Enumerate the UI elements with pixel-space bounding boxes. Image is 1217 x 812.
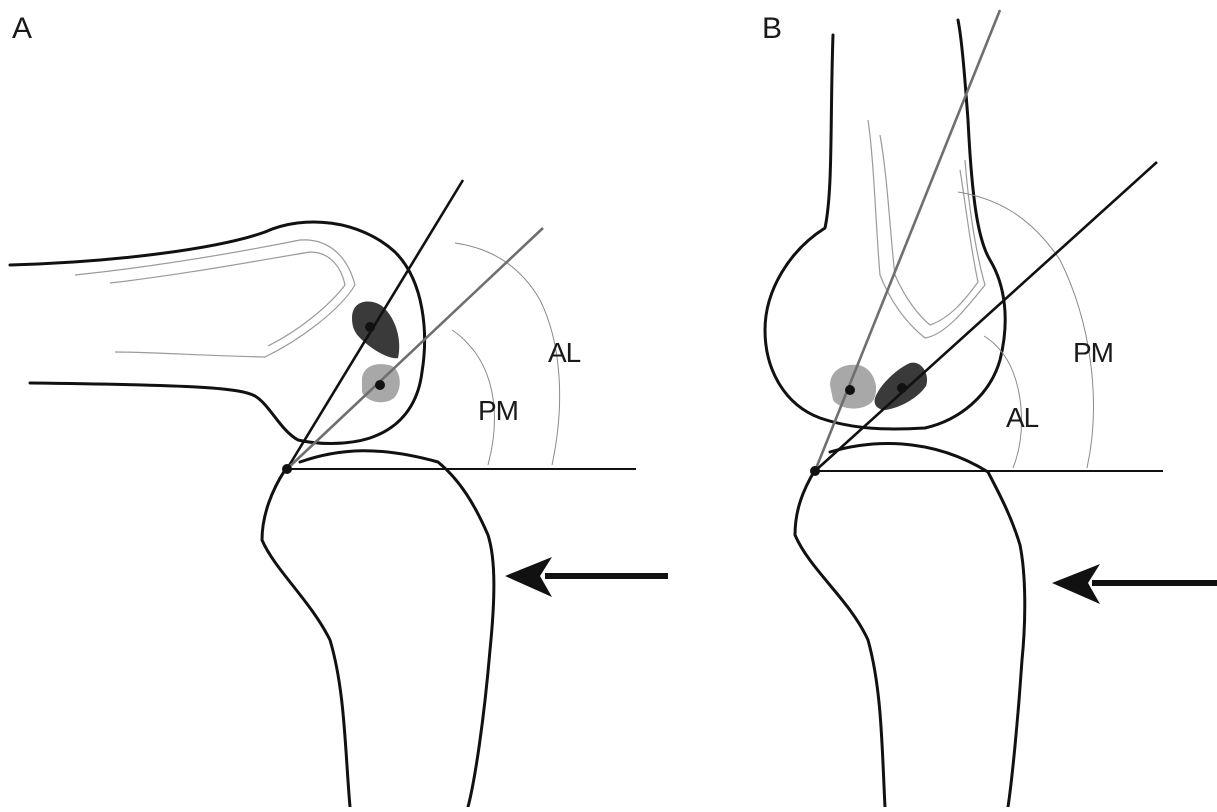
panel-a-outer-label: AL (548, 337, 581, 368)
panel-b-light-point (845, 385, 855, 395)
panel-a: A AL PM (10, 12, 668, 807)
panel-a-label: A (12, 12, 32, 45)
panel-b-outer-label: PM (1073, 337, 1113, 368)
panel-b-inner-label: AL (1006, 402, 1039, 433)
panel-b-dark-line (815, 162, 1157, 471)
panel-a-origin-point (282, 464, 292, 474)
panel-b-tibia-outline (795, 470, 885, 807)
panel-a-light-point (375, 380, 385, 390)
panel-a-inner-label: PM (478, 395, 518, 426)
panel-b-dark-point (897, 383, 907, 393)
panel-b: B PM AL (762, 10, 1217, 807)
panel-a-arrow-head (505, 557, 552, 597)
panel-a-tibia-outline (262, 470, 350, 807)
panel-a-dark-point (365, 322, 375, 332)
panel-b-origin-point (810, 466, 820, 476)
panel-b-femur-inner (868, 120, 985, 338)
panel-a-outer-arc (455, 243, 560, 465)
panel-b-femur-outline (765, 20, 1005, 429)
panel-a-gray-line (287, 228, 543, 469)
panel-b-label: B (762, 12, 782, 45)
